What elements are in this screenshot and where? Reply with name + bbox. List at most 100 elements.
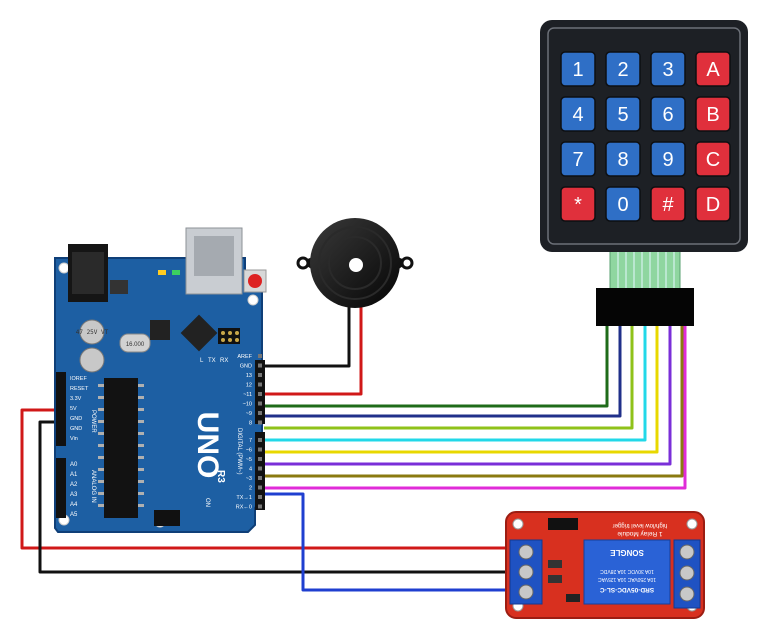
keypad-key-hash[interactable]: # (650, 186, 686, 222)
keypad-key-2[interactable]: 2 (605, 51, 641, 87)
analog-pin-label: A2 (70, 482, 78, 488)
digital-pin-label: ~10 (243, 402, 252, 408)
relay-trigger-text: high/low level trigger (613, 522, 668, 528)
wire-pin3-keypad (264, 326, 684, 478)
keypad-key-label: 0 (617, 194, 628, 216)
digital-pin-label: 13 (246, 373, 252, 379)
wire-pin2-to-relay (262, 492, 522, 592)
digital-pin-label: 4 (249, 467, 252, 473)
digital-pin-label: ~11 (243, 392, 252, 398)
digital-pin-socket (258, 438, 262, 442)
digital-pin-label: ~6 (246, 448, 252, 454)
keypad-inner-border (547, 27, 741, 245)
power-pin-label: GND (70, 416, 82, 422)
keypad-key-label: * (574, 194, 582, 216)
digital-pin-socket (258, 411, 262, 415)
keypad-key-D[interactable]: D (695, 186, 731, 222)
relay-cube (583, 539, 671, 605)
keypad-key-8[interactable]: 8 (605, 141, 641, 177)
digital-pin-socket (258, 476, 262, 480)
buzzer-hole (349, 258, 363, 272)
digital-pin-socket (258, 382, 262, 387)
crystal (119, 333, 151, 353)
digital-pin-label: 8 (249, 421, 252, 427)
digital-pin-socket (258, 401, 262, 406)
digital-pin-label: 2 (249, 486, 252, 492)
uno-logo: UNO (191, 412, 224, 479)
digital-pin-socket (258, 485, 262, 490)
keypad-key-C[interactable]: C (695, 141, 731, 177)
digital-section-label: DIGITAL (PWM~) (236, 428, 242, 475)
digital-pin-label: GND (240, 364, 252, 370)
tx-label: TX (208, 358, 216, 364)
keypad-key-6[interactable]: 6 (650, 96, 686, 132)
digital-pin-label: 12 (246, 383, 252, 389)
wire-buzzer-pin11 (264, 306, 363, 396)
power-pin-label: IOREF (70, 376, 87, 382)
keypad-key-1[interactable]: 1 (560, 51, 596, 87)
digital-pin-label: RX←0 (236, 505, 252, 511)
digital-pin-socket (258, 420, 262, 425)
relay-module: 1 Relay Module high/low level trigger SR… (505, 511, 705, 619)
digital-pin-label: AREF (237, 354, 252, 360)
digital-pin-socket (258, 466, 262, 471)
analog-pin-label: A4 (70, 502, 78, 508)
keypad-key-label: 5 (617, 104, 628, 126)
digital-pin-label: ~9 (246, 411, 252, 417)
keypad-key-label: 6 (662, 104, 673, 126)
power-pin-label: Vin (70, 436, 78, 442)
keypad-key-star[interactable]: * (560, 186, 596, 222)
capacitor: 47 25V VT (76, 319, 109, 373)
digital-pin-socket (258, 457, 262, 461)
revision-label: R3 (215, 470, 226, 483)
power-header (56, 372, 66, 446)
keypad-key-label: 2 (617, 59, 628, 81)
digital-header-bottom (255, 432, 265, 510)
keypad-key-label: C (706, 149, 720, 171)
analog-header (56, 458, 66, 518)
keypad-key-5[interactable]: 5 (605, 96, 641, 132)
keypad-key-label: D (706, 194, 720, 216)
keypad-key-label: 7 (572, 149, 583, 171)
keypad-key-label: 1 (572, 59, 583, 81)
digital-pin-label: ~5 (246, 457, 252, 463)
digital-pin-socket (258, 495, 262, 499)
buzzer (296, 218, 414, 308)
relay-model: SRD-05VDC-SL-C (600, 586, 654, 593)
wire-5v-to-relay (20, 408, 522, 550)
keypad-key-4[interactable]: 4 (560, 96, 596, 132)
keypad-key-7[interactable]: 7 (560, 141, 596, 177)
relay-rating-2: 10A 30VDC 10A 28VDC (600, 568, 654, 574)
relay-rating-1: 10A 250VAC 10A 125VAC (598, 576, 656, 582)
power-section-label: POWER (90, 410, 96, 433)
keypad-key-9[interactable]: 9 (650, 141, 686, 177)
digital-pin-socket (258, 363, 262, 368)
keypad-key-B[interactable]: B (695, 96, 731, 132)
digital-pin-socket (258, 447, 262, 452)
l-led-label: L (200, 358, 204, 364)
arduino-uno-board: 47 25V VT 16.000 L TX RX (54, 227, 267, 533)
analog-section-label: ANALOG IN (90, 470, 96, 503)
atmega-chip (104, 378, 138, 518)
relay-brand: SONGLE (609, 548, 643, 557)
keypad-key-0[interactable]: 0 (605, 186, 641, 222)
wire-pin7-keypad (264, 326, 634, 430)
digital-pin-socket (258, 504, 262, 509)
power-pin-label: 5V (70, 406, 77, 412)
analog-pin-label: A3 (70, 492, 78, 498)
keypad-key-3[interactable]: 3 (650, 51, 686, 87)
on-led-label: ON (204, 498, 210, 507)
wire-gnd-to-relay (38, 420, 522, 574)
wires (20, 306, 687, 592)
crystal-label: 16.000 (126, 342, 145, 348)
digital-pin-socket (258, 373, 262, 377)
keypad-key-A[interactable]: A (695, 51, 731, 87)
wire-pin8-keypad (264, 326, 622, 418)
wire-pin2-keypad (264, 326, 687, 490)
